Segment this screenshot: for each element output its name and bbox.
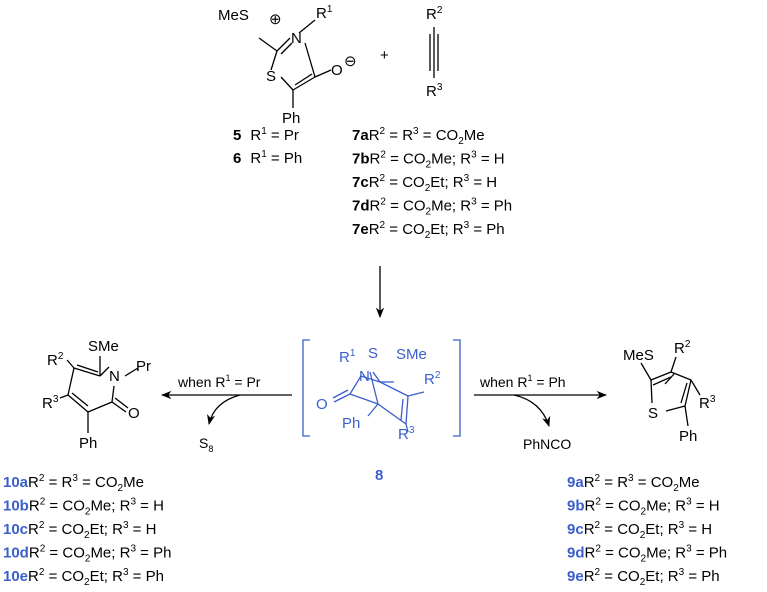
plus-charge: ⊕ <box>269 11 282 28</box>
intermediate-8-labels: R1 N S SMe R2 O Ph R3 <box>316 345 441 443</box>
p10-ph-label: Ph <box>79 435 97 452</box>
compound-7-list: 7aR2 = R3 = CO2Me 7bR2 = CO2Me; R3 = H7cR… <box>352 126 512 241</box>
i8-n-atom: N <box>359 368 370 385</box>
intermediate-8-brackets <box>302 339 461 437</box>
thiazolium-olate-structure <box>258 19 332 108</box>
p10-n-atom: N <box>109 368 120 385</box>
compound-7-row: 7cR2 = CO2Et; R3 = H <box>352 173 497 194</box>
ph-label: Ph <box>282 110 300 127</box>
compound-9-row: 9cR2 = CO2Et; R3 = H <box>567 520 712 541</box>
right-condition: when R1 = Ph <box>479 373 566 390</box>
compound-9-list: 9aR2 = R3 = CO2Me 9bR2 = CO2Me; R3 = H9cR… <box>567 473 727 588</box>
thiophene-9-structure <box>640 356 701 427</box>
intermediate-8-structure <box>332 371 425 433</box>
left-condition: when R1 = Pr <box>177 373 261 390</box>
s8-byproduct: S8 <box>199 435 213 454</box>
alkyne-r3-label: R3 <box>426 82 443 100</box>
compound-8-label: 8 <box>375 467 383 484</box>
t9-mes-label: MeS <box>623 347 654 364</box>
compound-7-row: 7aR2 = R3 = CO2Me <box>352 126 485 147</box>
p10-pr-label: Pr <box>136 358 151 375</box>
i8-o-atom: O <box>316 396 328 413</box>
right-curved-arrow <box>513 394 551 427</box>
compound-10-row: 10eR2 = CO2Et; R3 = Ph <box>3 567 164 588</box>
compound-10-row: 10bR2 = CO2Me; R3 = H <box>3 497 164 518</box>
compound-10-row: 10aR2 = R3 = CO2Me <box>3 473 144 494</box>
compound-7-row: 7eR2 = CO2Et; R3 = Ph <box>352 220 505 241</box>
compound-9-row: 9dR2 = CO2Me; R3 = Ph <box>567 544 727 565</box>
i8-ph-label: Ph <box>342 415 360 432</box>
t9-r2-label: R2 <box>674 339 691 357</box>
compound-10-row: 10cR2 = CO2Et; R3 = H <box>3 520 156 541</box>
i8-sme-label: SMe <box>396 346 427 363</box>
p10-r3-label: R3 <box>42 394 59 412</box>
plus-sign: + <box>380 47 389 64</box>
p10-o-atom: O <box>128 405 140 422</box>
i8-r3-label: R3 <box>398 425 415 443</box>
compound-10-row: 10dR2 = CO2Me; R3 = Ph <box>3 544 171 565</box>
t9-ph-label: Ph <box>679 428 697 445</box>
compound-9-row: 9eR2 = CO2Et; R3 = Ph <box>567 567 720 588</box>
r1-label: R1 <box>316 4 333 22</box>
thiophene-9-labels: MeS R2 S R3 Ph <box>623 339 716 445</box>
p10-r2-label: R2 <box>47 351 64 369</box>
i8-r1-label: R1 <box>339 348 356 366</box>
pyridone-10-labels: SMe R2 N Pr R3 O Ph <box>42 338 151 452</box>
thiazolium-labels: MeS ⊕ N R1 S O ⊖ Ph <box>218 4 357 127</box>
i8-r2-label: R2 <box>424 370 441 388</box>
left-curved-arrow <box>207 394 241 426</box>
s-atom: S <box>266 68 276 85</box>
pyridone-10-structure <box>59 356 139 433</box>
i8-s-atom: S <box>368 345 378 362</box>
o-atom: O <box>331 62 343 79</box>
t9-r3-label: R3 <box>699 394 716 412</box>
compound-9-row: 9aR2 = R3 = CO2Me <box>567 473 700 494</box>
t9-s-atom: S <box>648 405 658 422</box>
alkyne-r2-label: R2 <box>426 5 443 23</box>
alkyne-structure <box>429 27 439 78</box>
mes-label: MeS <box>218 7 249 24</box>
compound-9-row: 9bR2 = CO2Me; R3 = H <box>567 497 720 518</box>
phnco-byproduct: PhNCO <box>523 436 571 452</box>
compound-7-row: 7bR2 = CO2Me; R3 = H <box>352 150 505 171</box>
p10-sme-label: SMe <box>88 338 119 355</box>
minus-charge: ⊖ <box>344 53 357 70</box>
compound-7-row: 7dR2 = CO2Me; R3 = Ph <box>352 197 512 218</box>
n-atom: N <box>291 30 302 47</box>
